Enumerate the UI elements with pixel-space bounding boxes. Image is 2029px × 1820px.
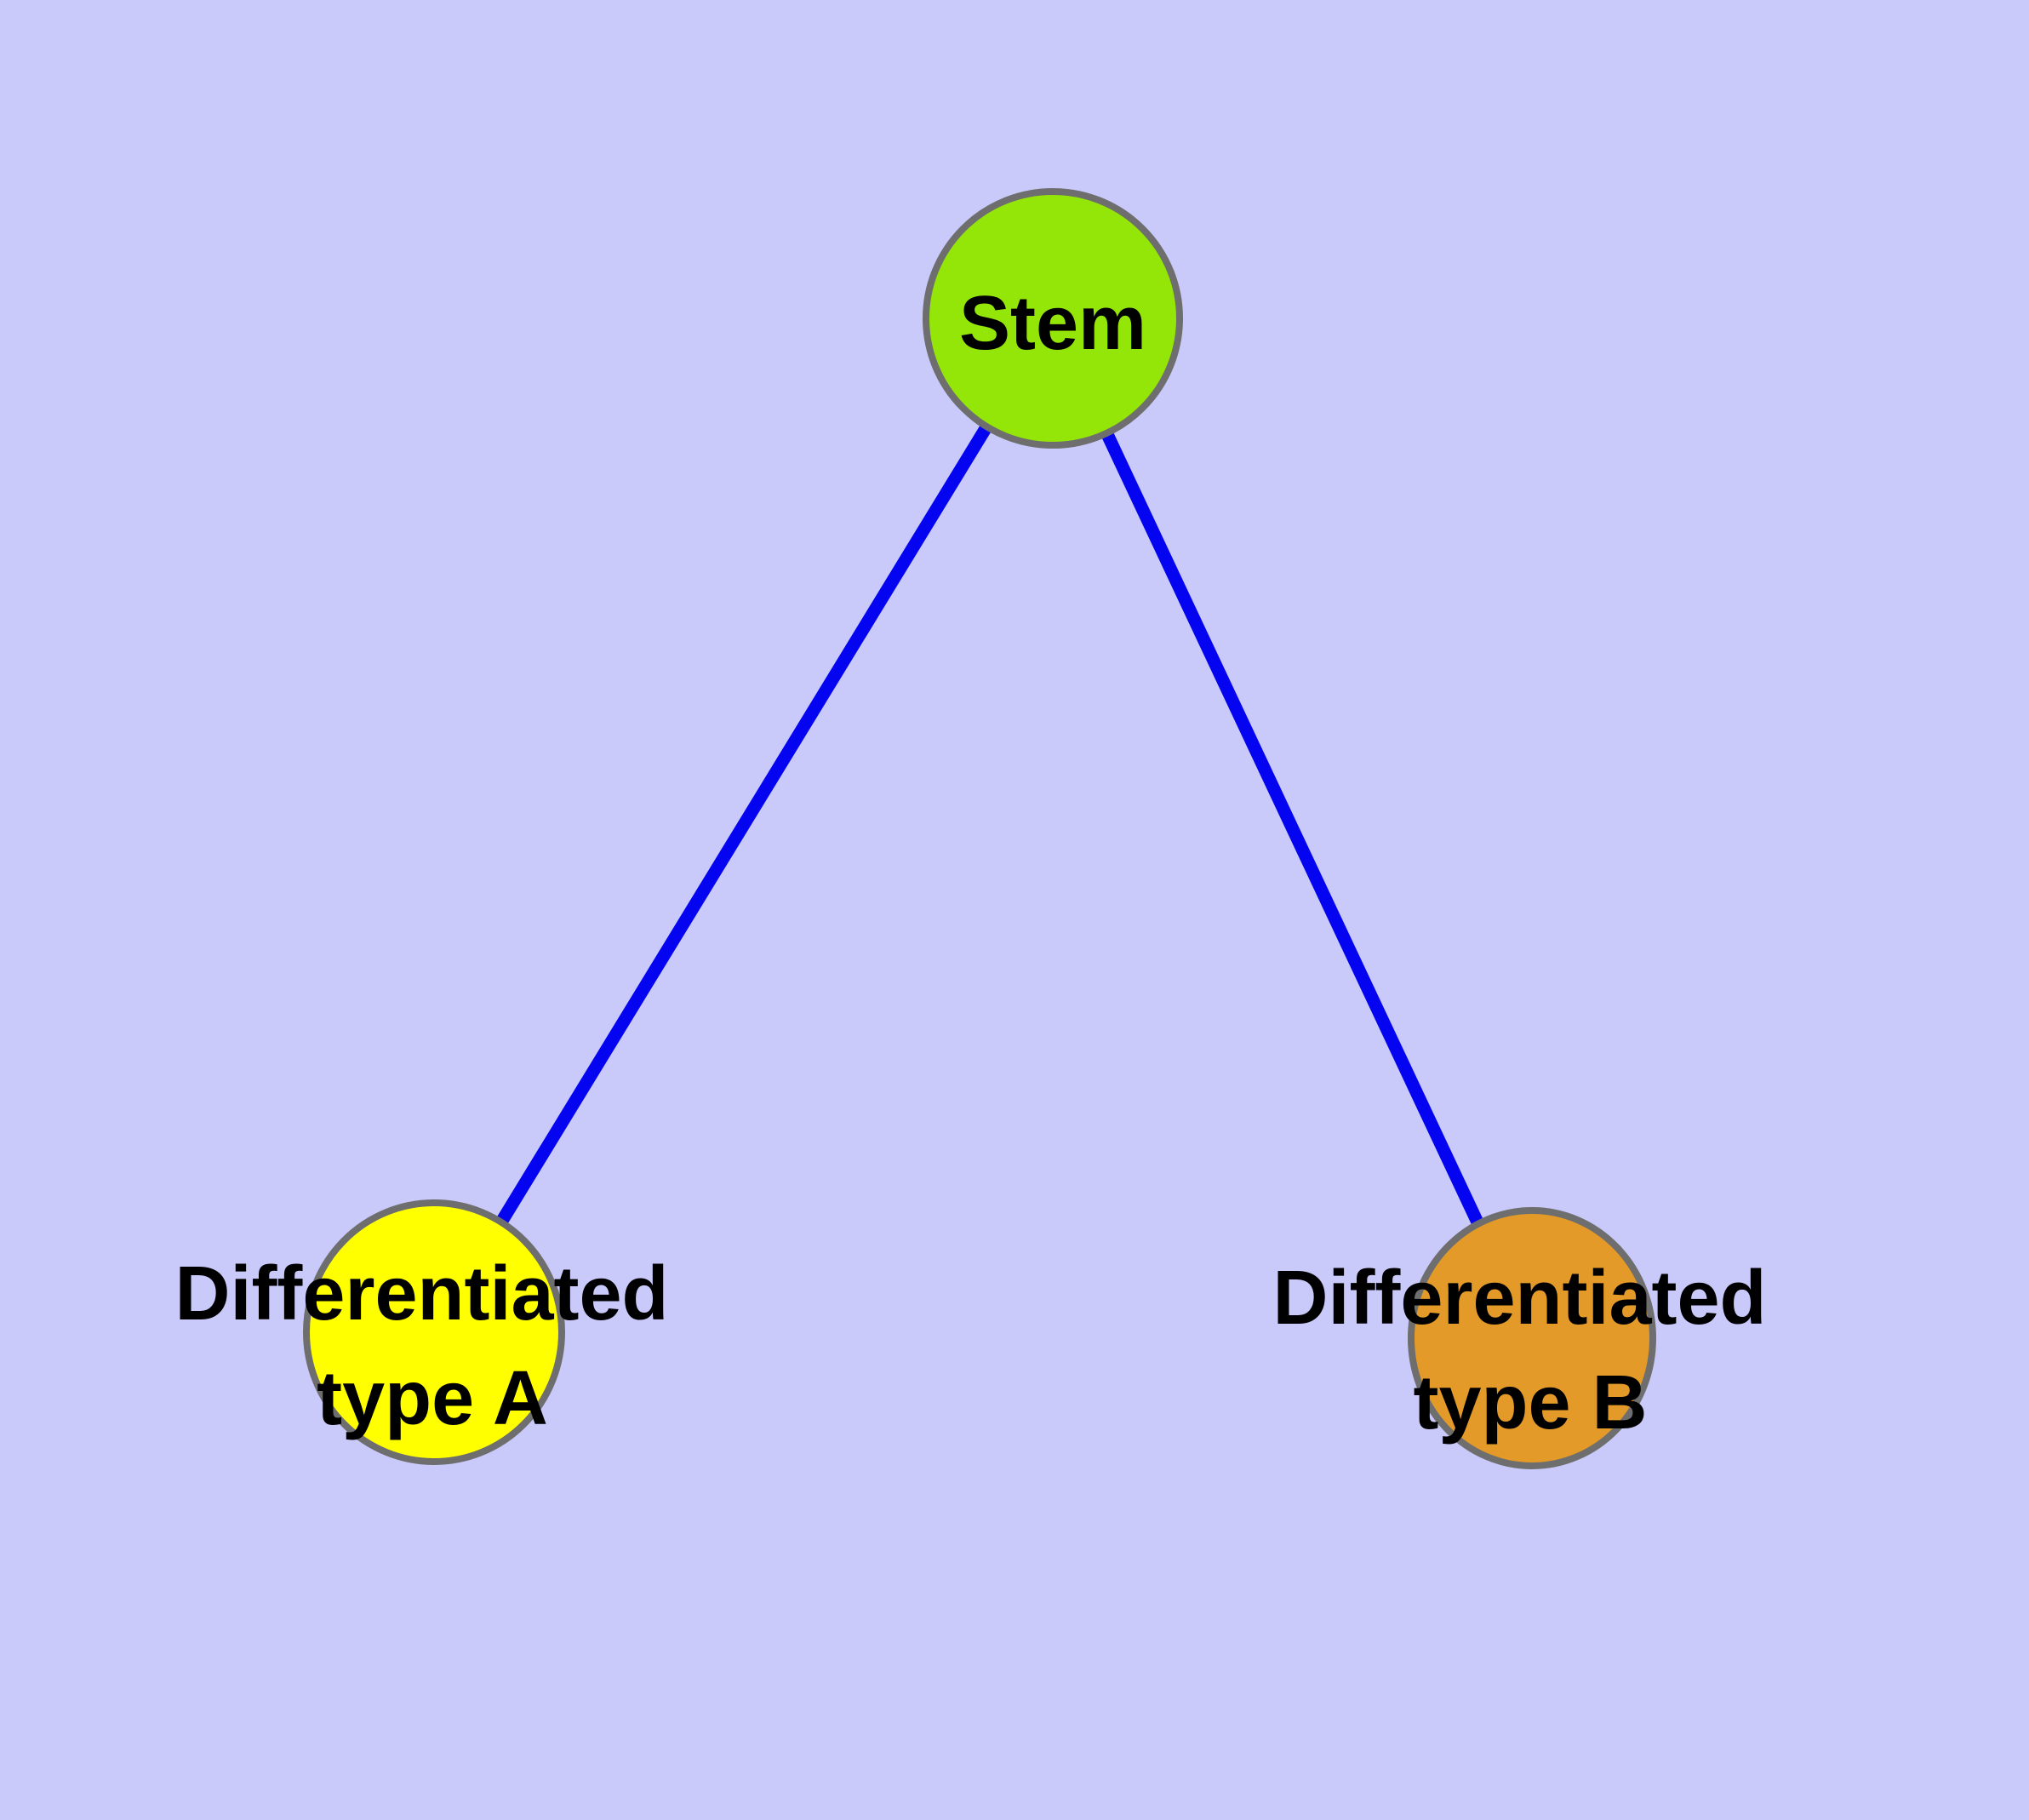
- node-stem: [923, 188, 1183, 449]
- node-type-b-label-line-1: Differentiated: [1272, 1256, 1766, 1341]
- node-stem-label: Stem: [959, 281, 1146, 366]
- node-type-b-label-line-2: type B: [1413, 1360, 1647, 1445]
- node-type-a-label-line-1: Differentiated: [174, 1251, 668, 1336]
- node-differentiated-type-a: [303, 1199, 565, 1465]
- node-type-a-label-line-2: type A: [317, 1356, 548, 1441]
- node-differentiated-type-b: [1408, 1207, 1656, 1469]
- edge-stem-to-type-a: [428, 315, 1059, 1336]
- edge-stem-to-type-b: [1047, 315, 1538, 1342]
- node-differentiated-type-a-label: Differentiated type A: [174, 1251, 689, 1441]
- node-differentiated-type-b-label: Differentiated type B: [1272, 1256, 1787, 1445]
- node-stem-label-line: Stem: [959, 281, 1146, 366]
